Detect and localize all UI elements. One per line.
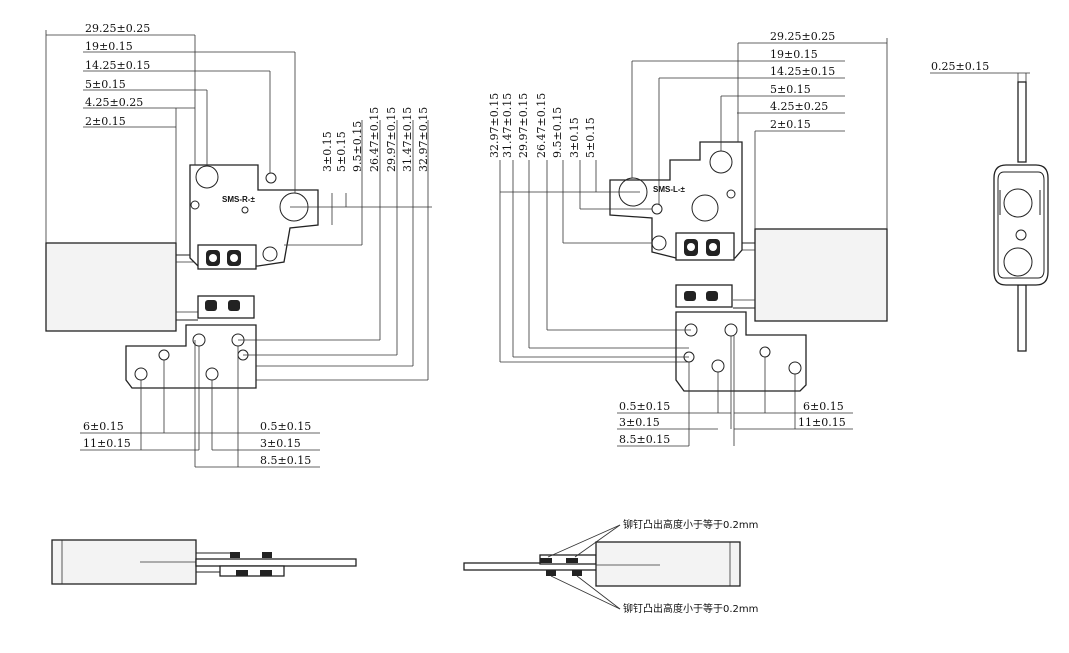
left-dim-bottom-1: 6±0.15 — [83, 420, 124, 433]
left-upper-plate — [189, 164, 319, 267]
left-part-label: SMS-R-± — [222, 195, 255, 204]
bottom-right-barrel — [595, 541, 741, 587]
right-dim-vert-6: 3±0.15 — [568, 117, 581, 158]
right-dim-bottom-1: 0.5±0.15 — [619, 400, 670, 413]
left-dim-top-6: 2±0.15 — [85, 115, 126, 128]
left-dim-top-5: 4.25±0.25 — [85, 96, 143, 109]
left-dim-vert-1: 3±0.15 — [321, 131, 334, 172]
right-dim-bottom-4: 6±0.15 — [803, 400, 844, 413]
right-dim-vert-2: 31.47±0.15 — [501, 93, 514, 158]
bottom-right-view: 铆钉凸出高度小于等于0.2mm 铆钉凸出高度小于等于0.2mm — [463, 518, 758, 615]
side-view: 0.25±0.15 — [930, 60, 1049, 352]
right-dim-vert-5: 9.5±0.15 — [551, 107, 564, 158]
right-dim-vert-3: 29.97±0.15 — [517, 93, 530, 158]
left-dim-top-1: 29.25±0.25 — [85, 22, 150, 35]
left-dim-bottom-4: 3±0.15 — [260, 437, 301, 450]
right-dim-top-6: 2±0.15 — [770, 118, 811, 131]
right-dim-bottom-2: 3±0.15 — [619, 416, 660, 429]
right-part-label: SMS-L-± — [653, 185, 686, 194]
right-dim-top-4: 5±0.15 — [770, 83, 811, 96]
rivet-note-top: 铆钉凸出高度小于等于0.2mm — [623, 518, 758, 531]
bottom-left-view — [51, 539, 357, 585]
right-dim-vert-1: 32.97±0.15 — [488, 93, 501, 158]
right-upper-plate — [609, 141, 743, 259]
side-view-clamp — [993, 164, 1049, 286]
right-dim-top-1: 29.25±0.25 — [770, 30, 835, 43]
left-lower-plate — [125, 324, 257, 389]
right-dim-bottom-3: 8.5±0.15 — [619, 433, 670, 446]
right-dim-top-2: 19±0.15 — [770, 48, 818, 61]
right-lower-plate — [675, 311, 807, 392]
left-dim-bottom-5: 8.5±0.15 — [260, 454, 311, 467]
left-barrel — [45, 242, 177, 332]
side-dim-thickness: 0.25±0.15 — [931, 60, 989, 73]
left-dim-top-4: 5±0.15 — [85, 78, 126, 91]
left-dim-top-3: 14.25±0.15 — [85, 59, 150, 72]
rivet-note-bottom: 铆钉凸出高度小于等于0.2mm — [623, 602, 758, 615]
right-dim-top-3: 14.25±0.15 — [770, 65, 835, 78]
left-hinge-view: SMS-R-± 29.25±0.25 19±0.15 14.25 — [45, 22, 432, 468]
right-dim-bottom-5: 11±0.15 — [798, 416, 846, 429]
right-dim-vert-7: 5±0.15 — [584, 117, 597, 158]
left-dim-top-2: 19±0.15 — [85, 40, 133, 53]
left-dim-bottom-2: 11±0.15 — [83, 437, 131, 450]
left-dim-vert-5: 29.97±0.15 — [385, 107, 398, 172]
right-hinge-view: SMS-L-± 29.25±0.25 19±0.15 14.25 — [488, 30, 888, 447]
left-dim-vert-4: 26.47±0.15 — [368, 107, 381, 172]
left-dim-vert-7: 32.97±0.15 — [417, 107, 430, 172]
left-dim-vert-2: 5±0.15 — [335, 131, 348, 172]
left-dim-bottom-3: 0.5±0.15 — [260, 420, 311, 433]
right-dim-top-5: 4.25±0.25 — [770, 100, 828, 113]
left-dim-vert-6: 31.47±0.15 — [401, 107, 414, 172]
right-barrel — [754, 228, 888, 322]
left-dim-vert-3: 9.5±0.15 — [351, 121, 364, 172]
right-dim-vert-4: 26.47±0.15 — [535, 93, 548, 158]
